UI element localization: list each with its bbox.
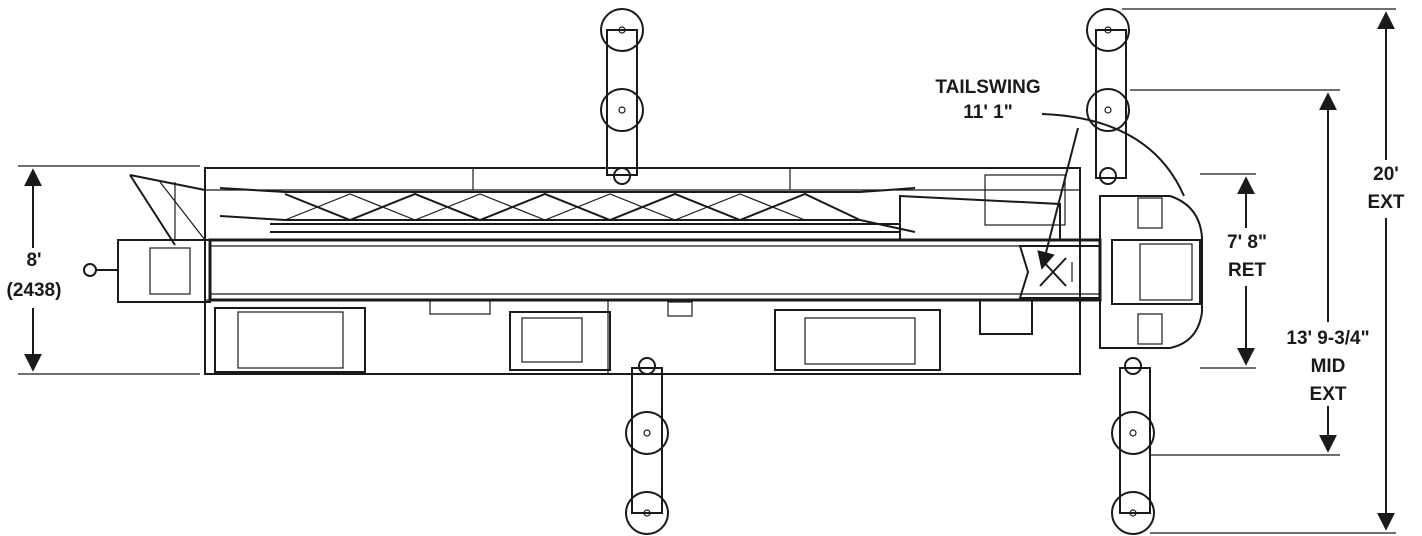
retracted-value: 7' 8" [1227,232,1267,253]
outrigger-rear-bottom [1111,357,1155,535]
width-label-imperial: 8' [26,250,41,271]
tailswing-arc [1037,113,1185,270]
full-extension-label: EXT [1368,192,1405,213]
outrigger-front-bottom [625,357,669,535]
dimension-full-extension [1122,8,1396,534]
tailswing-value: 11' 1" [963,102,1012,123]
outrigger-front-top [600,8,644,185]
outrigger-rear-top [1086,8,1130,185]
mid-extension-value: 13' 9-3/4" [1286,328,1369,349]
mid-extension-label-mid: MID [1311,356,1346,377]
carrier-front [83,174,211,303]
width-label-metric: (2438) [7,280,62,301]
full-extension-value: 20' [1373,164,1399,185]
deck-components [214,299,1033,373]
lattice-jib [219,187,916,233]
superstructure-rear [984,174,1203,349]
tailswing-label: TAILSWING [935,77,1040,98]
mid-extension-label-ext: EXT [1310,384,1347,405]
retracted-label: RET [1228,260,1266,281]
